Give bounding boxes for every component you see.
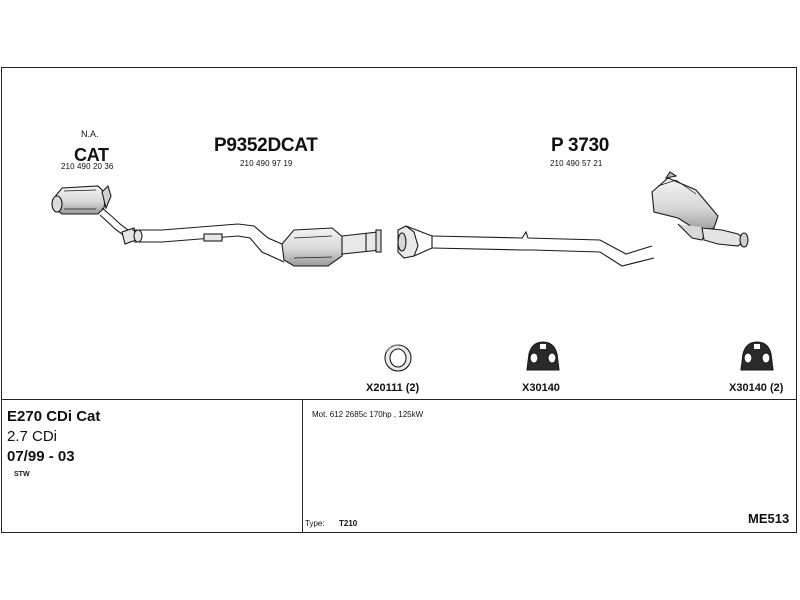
type-label: Type: — [305, 519, 325, 528]
rubber-hanger-icon[interactable] — [526, 341, 560, 371]
exhaust-diagram-area: N.A. CAT 210 490 20 36 P9352DCAT 210 490… — [2, 68, 798, 398]
rear-pipe[interactable] — [431, 230, 655, 267]
rear-part-number: 210 490 57 21 — [550, 159, 603, 168]
accessory-label[interactable]: X30140 (2) — [729, 382, 784, 394]
accessory-label[interactable]: X20111 (2) — [366, 382, 420, 394]
cat-part-number: 210 490 20 36 — [61, 162, 114, 171]
middle-part-number: 210 490 97 19 — [240, 159, 293, 168]
rear-part-name[interactable]: P 3730 — [551, 135, 610, 156]
rear-flange-pipe[interactable] — [397, 225, 433, 259]
middle-part-name[interactable]: P9352DCAT — [214, 135, 318, 156]
reference-code: ME513 — [748, 511, 790, 526]
ring-gasket-icon[interactable] — [384, 344, 412, 372]
rubber-hanger-icon[interactable] — [740, 341, 774, 371]
vehicle-engine: 2.7 CDi — [7, 428, 58, 445]
middle-catalytic-converter[interactable] — [281, 227, 382, 267]
accessory-label[interactable]: X30140 — [522, 382, 560, 394]
cat-top-label: N.A. — [81, 129, 99, 139]
exhaust-system-drawing — [51, 171, 774, 372]
vehicle-years: 07/99 - 03 — [7, 448, 75, 465]
rear-silencer[interactable] — [651, 171, 749, 248]
type-value: T210 — [339, 519, 358, 528]
middle-pipe[interactable] — [132, 223, 285, 263]
horizontal-divider — [2, 399, 796, 400]
vertical-divider — [302, 399, 303, 532]
front-down-pipe[interactable] — [99, 207, 137, 245]
front-catalytic-converter[interactable] — [51, 184, 112, 215]
vehicle-model: E270 CDi Cat — [7, 408, 101, 425]
motor-spec: Mot. 612 2685c 170hp , 125kW — [312, 410, 424, 419]
cat-name[interactable]: CAT — [74, 145, 109, 165]
diagram-frame: N.A. CAT 210 490 20 36 P9352DCAT 210 490… — [1, 67, 797, 533]
vehicle-body-type: STW — [14, 471, 30, 478]
